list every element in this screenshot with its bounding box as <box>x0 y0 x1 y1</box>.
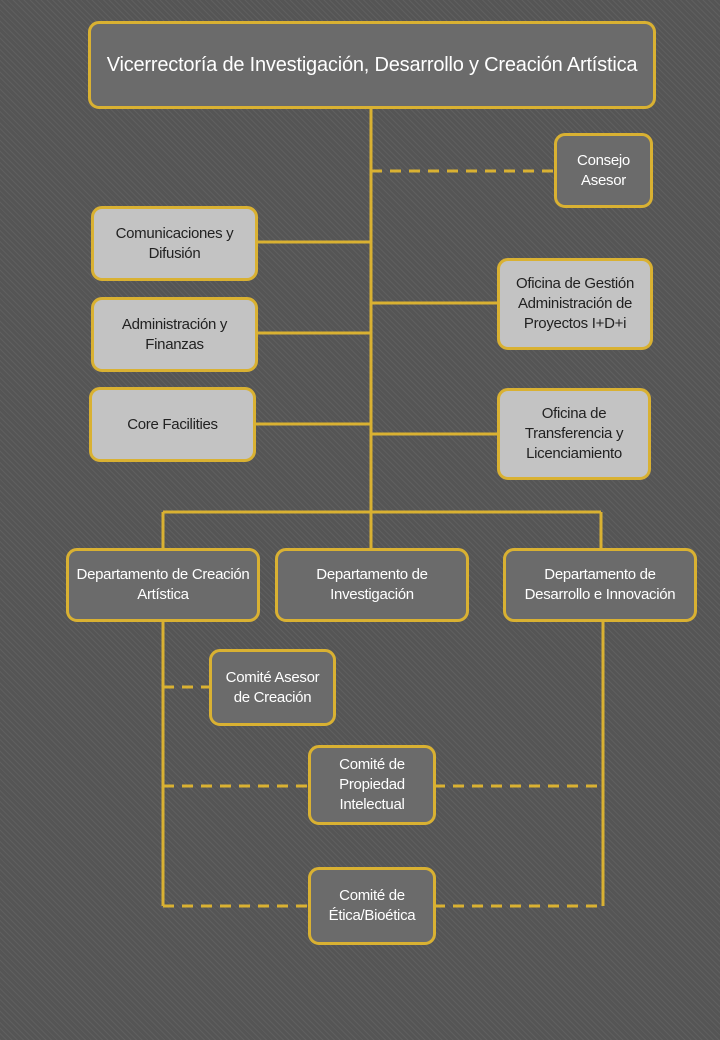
root-node-vicerrectoria: Vicerrectoría de Investigación, Desarrol… <box>88 21 656 109</box>
node-core-facilities: Core Facilities <box>89 387 256 462</box>
node-comite-etica: Comité de Ética/Bioética <box>308 867 436 945</box>
node-comunicaciones: Comunicaciones y Difusión <box>91 206 258 281</box>
node-oficina-transferencia: Oficina de Transferencia y Licenciamient… <box>497 388 651 480</box>
node-dept-desarrollo: Departamento de Desarrollo e Innovación <box>503 548 697 622</box>
node-comite-propiedad-intelectual: Comité de Propiedad Intelectual <box>308 745 436 825</box>
node-comite-asesor-creacion: Comité Asesor de Creación <box>209 649 336 726</box>
node-dept-investigacion: Departamento de Investigación <box>275 548 469 622</box>
node-dept-creacion-artistica: Departamento de Creación Artística <box>66 548 260 622</box>
node-oficina-gestion: Oficina de Gestión Administración de Pro… <box>497 258 653 350</box>
node-consejo-asesor: Consejo Asesor <box>554 133 653 208</box>
node-administracion: Administración y Finanzas <box>91 297 258 372</box>
